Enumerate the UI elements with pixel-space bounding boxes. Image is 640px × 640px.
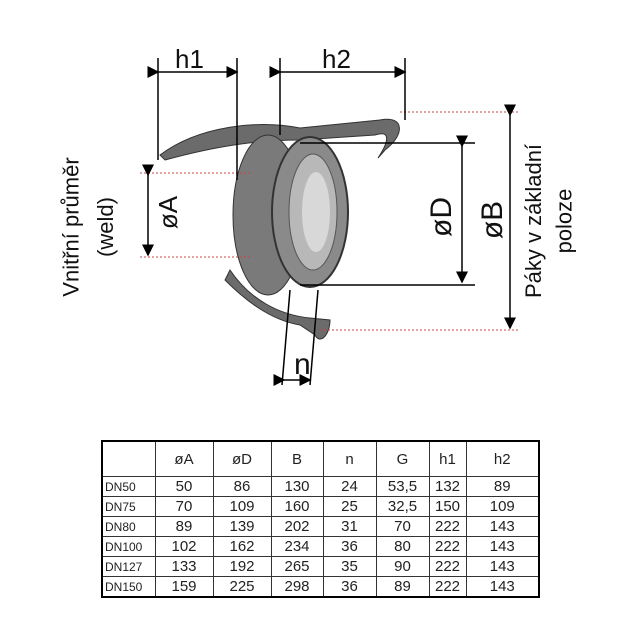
table-cell: 130	[270, 476, 324, 497]
table-cell: 36	[322, 576, 377, 598]
table-cell: 53,5	[375, 476, 430, 497]
reference-lines	[140, 111, 520, 331]
left-caption-line1: Vnitřní průměr	[58, 157, 84, 297]
table-cell: 143	[465, 556, 540, 577]
right-caption-line1: Páky v základní	[521, 143, 547, 299]
table-cell: 162	[212, 536, 272, 557]
table-cell: 89	[375, 576, 430, 598]
table-cell: 222	[428, 556, 467, 577]
table-cell: 265	[270, 556, 324, 577]
row-label: DN75	[101, 496, 156, 517]
table-cell: 143	[465, 516, 540, 537]
table-cell: 70	[154, 496, 214, 517]
table-cell: 150	[428, 496, 467, 517]
h1-label: h1	[175, 44, 204, 74]
table-cell: 159	[154, 576, 214, 598]
table-cell: 202	[270, 516, 324, 537]
table-cell: 143	[465, 536, 540, 557]
row-label: DN127	[101, 556, 156, 577]
table-cell: 143	[465, 576, 540, 598]
diameter-a-label: øA	[153, 195, 184, 230]
left-caption-line2: (weld)	[92, 197, 118, 257]
table-cell: 35	[322, 556, 377, 577]
table-cell: 225	[212, 576, 272, 598]
column-header: n	[322, 440, 377, 477]
table-cell: 298	[270, 576, 324, 598]
table-cell: 102	[154, 536, 214, 557]
table-cell: 109	[465, 496, 540, 517]
row-label: DN80	[101, 516, 156, 537]
column-header: øD	[212, 440, 272, 477]
column-header	[101, 440, 156, 477]
table-cell: 80	[375, 536, 430, 557]
column-header: B	[270, 440, 324, 477]
diameter-d-label: øD	[425, 197, 458, 237]
column-header: h1	[428, 440, 467, 477]
table-cell: 133	[154, 556, 214, 577]
table-cell: 192	[212, 556, 272, 577]
h2-label: h2	[322, 44, 351, 74]
table-cell: 31	[322, 516, 377, 537]
table-cell: 25	[322, 496, 377, 517]
table-cell: 24	[322, 476, 377, 497]
table-cell: 222	[428, 536, 467, 557]
table-cell: 32,5	[375, 496, 430, 517]
table-cell: 222	[428, 576, 467, 598]
coupling-drawing	[140, 58, 520, 386]
column-header: øA	[154, 440, 214, 477]
table-cell: 90	[375, 556, 430, 577]
table-cell: 160	[270, 496, 324, 517]
column-header: h2	[465, 440, 540, 477]
table-cell: 50	[154, 476, 214, 497]
table-cell: 139	[212, 516, 272, 537]
table-cell: 222	[428, 516, 467, 537]
n-label: n	[294, 348, 311, 381]
coupling-photo	[159, 118, 400, 340]
row-label: DN150	[101, 576, 156, 598]
table-cell: 132	[428, 476, 467, 497]
table-cell: 109	[212, 496, 272, 517]
table-cell: 36	[322, 536, 377, 557]
table-cell: 86	[212, 476, 272, 497]
column-header: G	[375, 440, 430, 477]
diameter-b-label: øB	[476, 200, 510, 240]
row-label: DN100	[101, 536, 156, 557]
table-cell: 70	[375, 516, 430, 537]
table-cell: 89	[154, 516, 214, 537]
table-cell: 234	[270, 536, 324, 557]
row-label: DN50	[101, 476, 156, 497]
table-cell: 89	[465, 476, 540, 497]
right-caption-line2: poloze	[551, 188, 577, 254]
